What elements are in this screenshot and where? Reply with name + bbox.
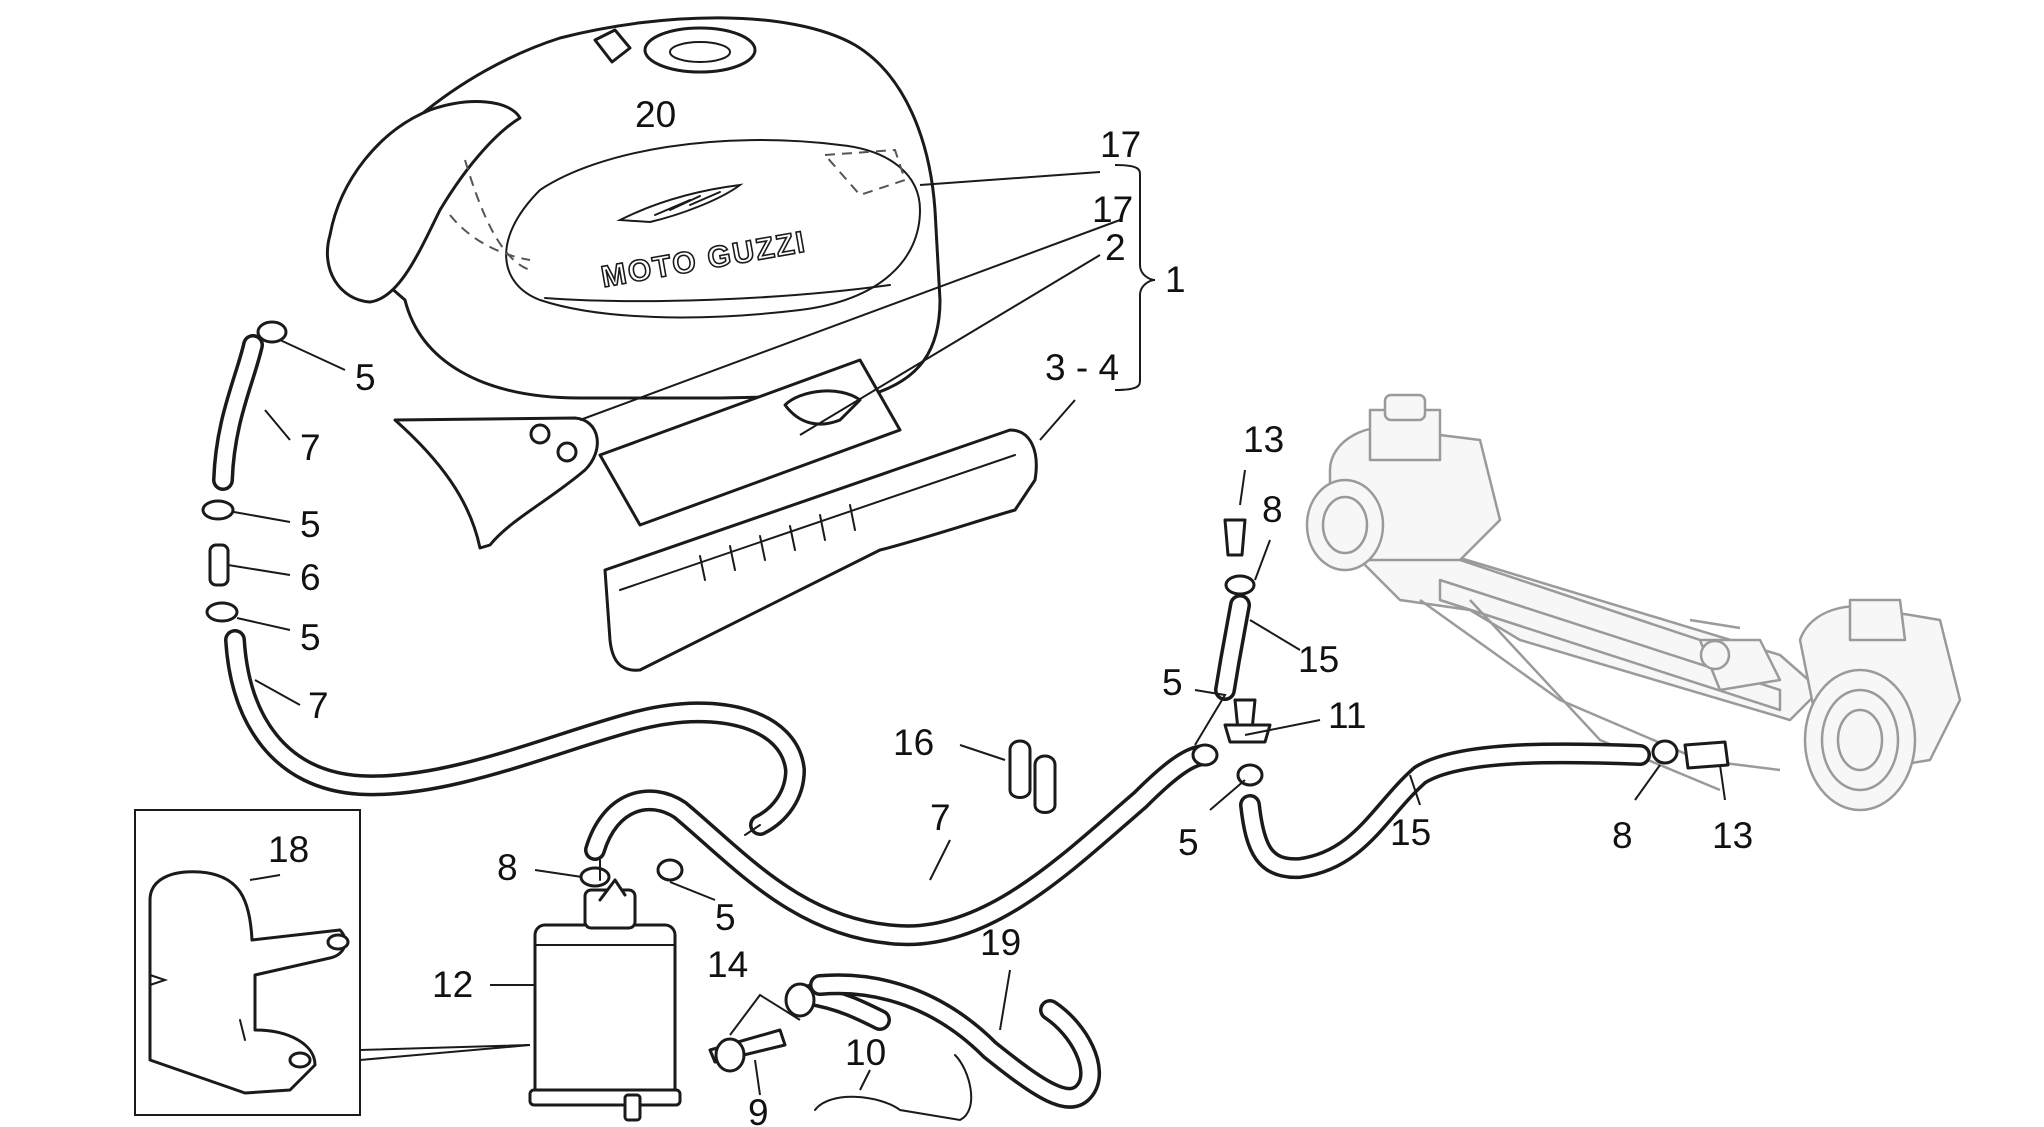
label-11: 11	[1328, 695, 1366, 736]
label-8-right: 8	[1612, 815, 1633, 856]
label-6: 6	[300, 557, 321, 598]
label-8-canister: 8	[497, 847, 518, 888]
label-13-right: 13	[1712, 815, 1753, 856]
fuel-tank: MOTO GUZZI	[325, 16, 942, 400]
canister-bracket	[134, 809, 361, 1116]
label-5-lower-right: 5	[1178, 822, 1199, 863]
label-17-lower: 17	[1100, 124, 1141, 165]
label-19: 19	[980, 922, 1021, 963]
label-15-low: 15	[1390, 812, 1431, 853]
label-3-4: 3 - 4	[1045, 347, 1119, 388]
carbon-canister	[528, 859, 682, 1122]
clamps-and-fittings	[201, 320, 1730, 1122]
label-12: 12	[432, 964, 473, 1005]
throttle-body-assembly	[1305, 393, 1962, 812]
label-5-top: 5	[355, 357, 376, 398]
label-7-top: 7	[300, 427, 321, 468]
label-1: 1	[1165, 259, 1186, 300]
label-20: 20	[635, 94, 676, 135]
hoses	[212, 334, 1651, 1109]
label-18: 18	[268, 829, 309, 870]
label-14: 14	[707, 944, 748, 985]
label-7-center: 7	[930, 797, 951, 838]
label-5-right: 5	[1162, 662, 1183, 703]
label-7-left: 7	[308, 685, 329, 726]
label-8-top: 8	[1262, 489, 1283, 530]
label-5-canister: 5	[715, 897, 736, 938]
tank-underside-parts	[393, 358, 1038, 672]
label-2: 2	[1105, 227, 1126, 268]
label-13-top: 13	[1243, 419, 1284, 460]
label-15-top: 15	[1298, 639, 1339, 680]
part-number-labels: 20 17 17 2 1 3 - 4 5 7 5 6 5 7 13 8 15 5…	[268, 94, 1753, 1127]
label-10: 10	[845, 1032, 886, 1073]
label-17-upper: 17	[1092, 189, 1133, 230]
label-16: 16	[893, 722, 934, 763]
label-5-mid: 5	[300, 504, 321, 545]
leader-lines	[227, 164, 1726, 1096]
label-9: 9	[748, 1092, 769, 1127]
label-5-low: 5	[300, 617, 321, 658]
